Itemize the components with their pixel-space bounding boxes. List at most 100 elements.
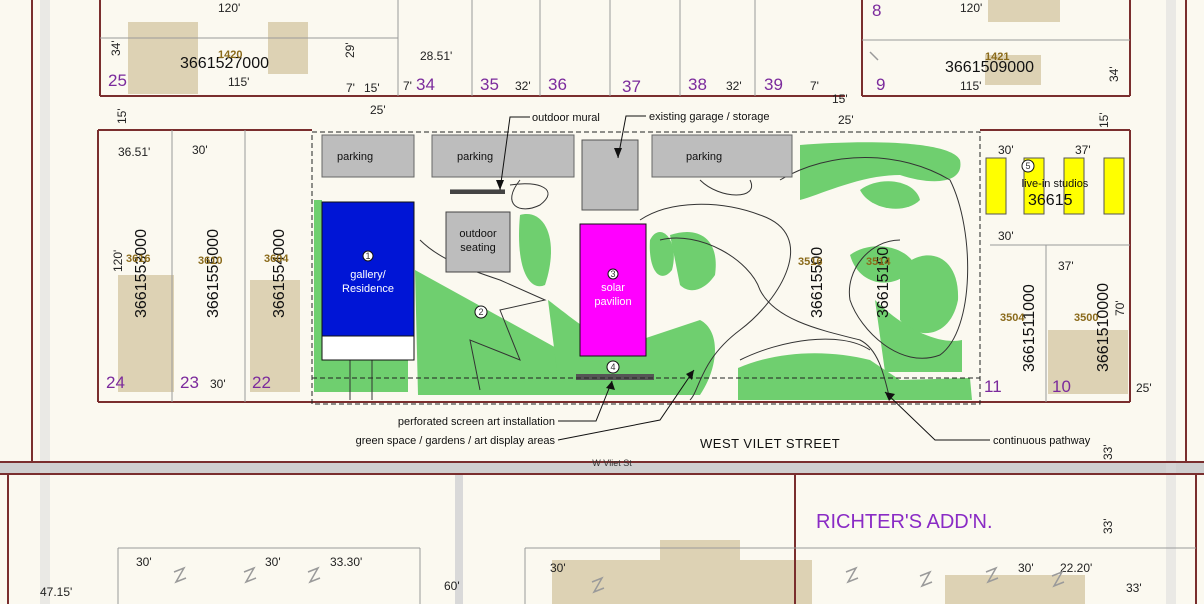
address-3500: 3500 xyxy=(1074,312,1098,324)
street-band-vliet xyxy=(0,462,1204,474)
dimension: 30' xyxy=(998,143,1014,157)
dimension: 34' xyxy=(1107,66,1121,82)
building-footprints xyxy=(118,0,1128,604)
marker-4: 4 xyxy=(610,362,615,372)
lot-39: 39 xyxy=(764,75,783,94)
dimension: 33.30' xyxy=(330,555,362,569)
callout-leaders xyxy=(499,115,990,441)
lot-11: 11 xyxy=(984,377,1002,396)
dimension: 37' xyxy=(1075,143,1091,157)
street-label-west-vilet: WEST VILET STREET xyxy=(700,436,840,451)
address-1420: 1420 xyxy=(218,49,242,61)
street-band-right xyxy=(1166,0,1176,604)
dimension: 30' xyxy=(1018,561,1034,575)
address-3610: 3610 xyxy=(198,255,222,267)
parcel-3610: 3661555000 xyxy=(205,229,222,318)
address-3616: 3616 xyxy=(126,253,150,265)
gallery-label-1: gallery/ xyxy=(350,269,386,281)
dimension: 120' xyxy=(218,1,240,15)
dimension: 25' xyxy=(838,113,854,127)
outdoor-seating-area xyxy=(445,211,511,273)
dimension: 25' xyxy=(1136,381,1152,395)
dimension: 120' xyxy=(960,1,982,15)
green-spaces xyxy=(314,142,972,400)
dimension: 28.51' xyxy=(420,49,452,63)
address-3504: 3504 xyxy=(1000,312,1025,324)
dimension: 60' xyxy=(444,579,460,593)
dimension: 30' xyxy=(550,561,566,575)
address-1421: 1421 xyxy=(985,51,1009,63)
parking-lot-1 xyxy=(321,134,415,178)
parking-label-1: parking xyxy=(337,151,373,163)
address-3514: 3514 xyxy=(866,256,891,268)
dimension: 47.15' xyxy=(40,585,72,599)
parcel-studios: 36615 xyxy=(1028,192,1073,209)
dimension: 7' xyxy=(403,79,412,93)
dimension: 32' xyxy=(726,79,742,93)
lot-9: 9 xyxy=(876,75,885,94)
callout-pathway: continuous pathway xyxy=(993,435,1091,447)
parking-lots xyxy=(321,134,793,178)
dimension: 30' xyxy=(265,555,281,569)
lot-22: 22 xyxy=(252,373,271,392)
dimension: 7' xyxy=(810,79,819,93)
live-in-studios-label: live-in studios xyxy=(1022,178,1089,190)
dimension: 30' xyxy=(136,555,152,569)
site-boundary xyxy=(311,131,981,405)
lot-lines-thin xyxy=(100,0,1196,604)
lot-25: 25 xyxy=(108,71,127,90)
lot-38: 38 xyxy=(688,75,707,94)
dimension: 33' xyxy=(1101,444,1115,460)
lot-34: 34 xyxy=(416,75,435,94)
lot-37: 37 xyxy=(622,77,641,96)
survey-markers xyxy=(173,51,1065,594)
dimension: 120' xyxy=(111,250,125,272)
parcel-3514: 36615150 xyxy=(875,247,892,318)
callout-arrowheads xyxy=(496,148,895,401)
solar-pavilion-building xyxy=(579,223,647,357)
dimension: 29' xyxy=(343,42,357,58)
dimension: 36.51' xyxy=(118,145,150,159)
parcel-top-left: 3661527000 xyxy=(180,55,269,72)
dimension: 115' xyxy=(960,79,981,93)
subdivision-label: RICHTER'S ADD'N. xyxy=(816,511,993,533)
parcel-3604: 3661554000 xyxy=(271,229,288,318)
dimension: 30' xyxy=(210,377,226,391)
outdoor-mural-bar xyxy=(450,190,505,194)
seating-label-2: seating xyxy=(460,242,495,254)
dimension: 30' xyxy=(192,143,208,157)
dimension: 7' xyxy=(346,81,355,95)
dimension: 15' xyxy=(1097,112,1111,128)
address-3604: 3604 xyxy=(264,253,289,265)
dimension: 25' xyxy=(370,103,386,117)
dimension: 33' xyxy=(1126,581,1142,595)
marker-1: 1 xyxy=(365,251,370,261)
lot-8: 8 xyxy=(872,1,881,20)
dimension: 34' xyxy=(109,40,123,56)
street-band-left xyxy=(40,0,50,604)
street-band-alley xyxy=(455,474,463,604)
callout-green: green space / gardens / art display area… xyxy=(356,435,556,447)
street-label-gis: W Vliet St xyxy=(592,458,632,468)
callout-garage: existing garage / storage xyxy=(649,111,769,123)
lot-10: 10 xyxy=(1052,377,1071,396)
parking-label-2: parking xyxy=(457,151,493,163)
callout-perforated: perforated screen art installation xyxy=(398,416,555,428)
parcel-3500: 3661510000 xyxy=(1095,283,1112,372)
marker-3: 3 xyxy=(610,269,615,279)
parking-label-3: parking xyxy=(686,151,722,163)
marker-2: 2 xyxy=(478,307,483,317)
address-3516: 3516 xyxy=(798,256,822,268)
solar-label-1: solar xyxy=(601,282,625,294)
dimension: 22.20' xyxy=(1060,561,1092,575)
lot-24: 24 xyxy=(106,373,125,392)
parcel-3504: 3661511000 xyxy=(1021,284,1038,372)
live-in-studios xyxy=(985,157,1125,215)
existing-garage xyxy=(581,139,639,211)
parcel-3616: 3661553000 xyxy=(133,229,150,318)
parking-lot-3 xyxy=(651,134,793,178)
seating-label-1: outdoor xyxy=(459,228,497,240)
perforated-screen xyxy=(576,374,654,380)
